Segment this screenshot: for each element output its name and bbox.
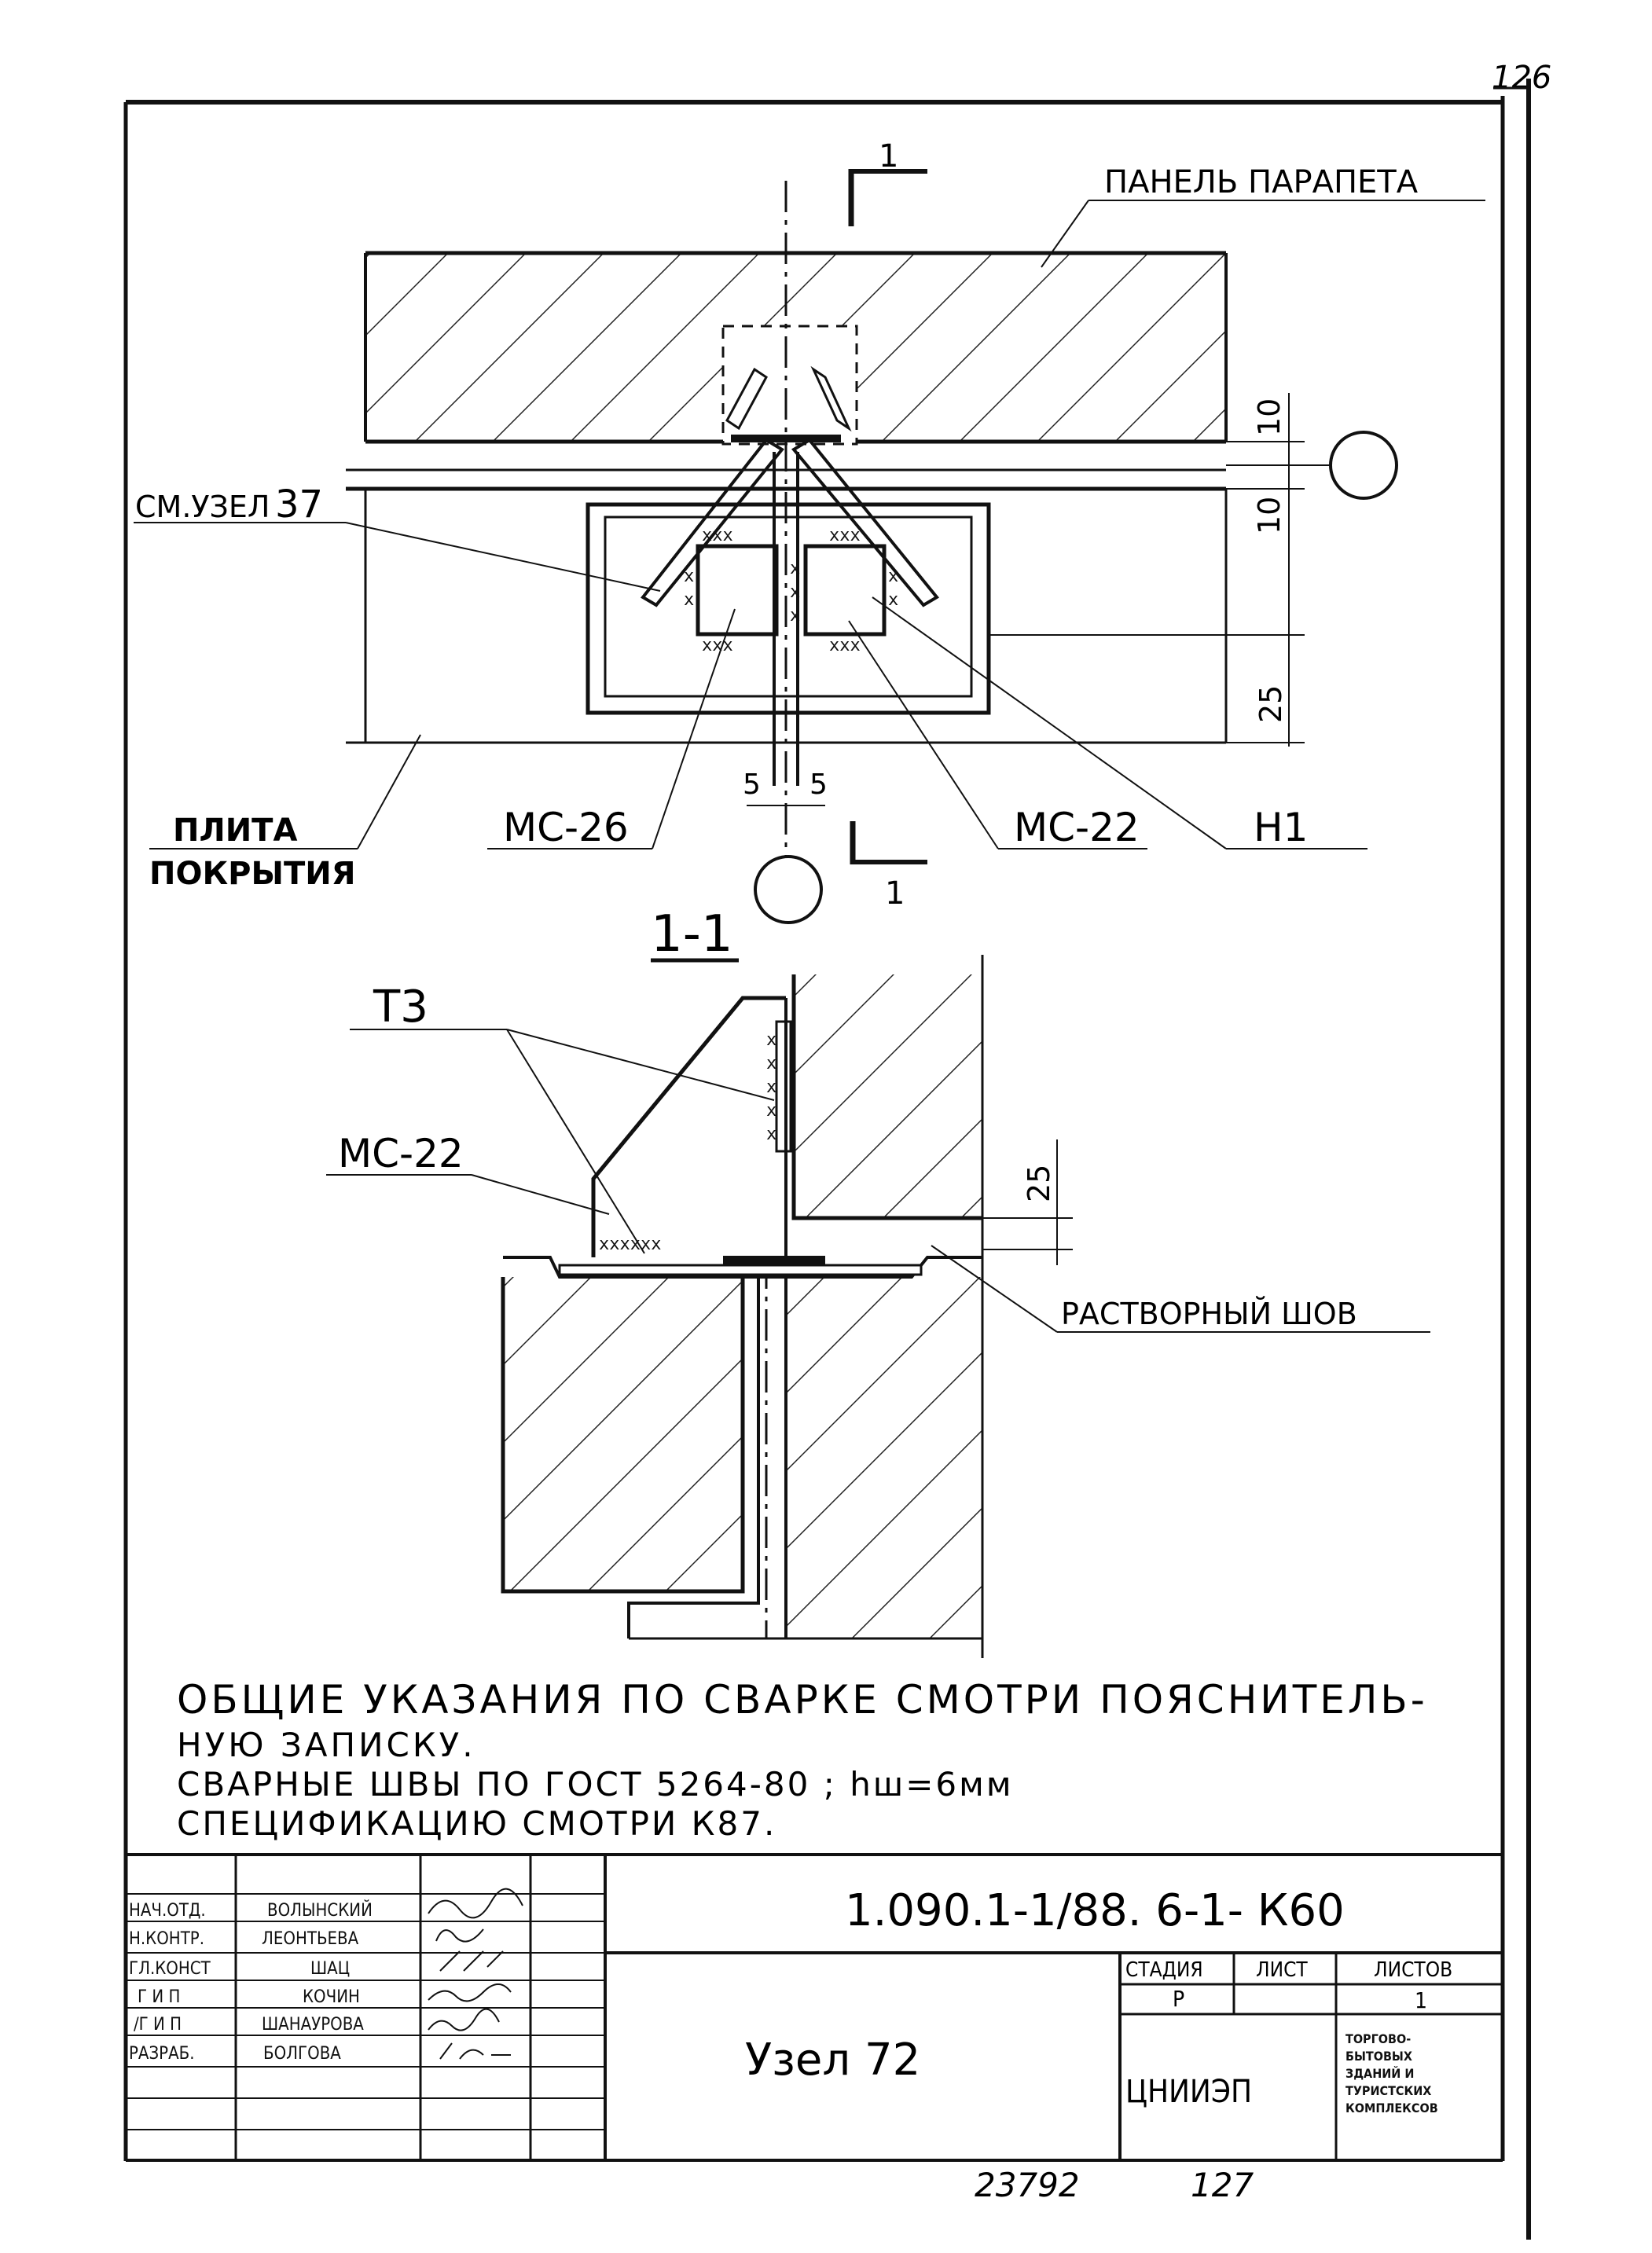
label-see-node-num: 37 [275,483,323,527]
label-t3: Т3 [373,982,428,1033]
diagonal-rods [641,365,940,607]
svg-text:x: x [766,1054,776,1073]
svg-text:x: x [766,1125,776,1144]
org-desc-0: ТОРГОВО- [1345,2031,1411,2046]
label-parapet-panel: ПАНЕЛЬ ПАРАПЕТА [1104,164,1419,200]
label-mc26: МС-26 [503,805,629,850]
stage-header: СТАДИЯ [1125,1958,1203,1982]
section-parapet-panel [791,955,984,1257]
section-dim-25: 25 [1022,1165,1056,1202]
title-block [126,1853,1503,2160]
label-roof-slab-2: ПОКРЫТИЯ [149,856,356,892]
svg-text:x: x [790,559,800,578]
section-mark-bottom-label: 1 [885,875,905,912]
bracket-t3: x x x x x xxxxxx [591,996,792,1257]
leader-lines-plan [134,200,1485,849]
name-5: БОЛГОВА [263,2044,341,2064]
svg-text:x: x [684,567,694,586]
plan-view: xxx xxx xxx xxx x x x x x x x 1 1 [134,138,1485,924]
label-mc22-section: МС-22 [338,1131,464,1176]
svg-text:x: x [790,606,800,626]
drawing-name: Узел 72 [745,2035,920,2086]
organization-description: ТОРГОВО- БЫТОВЫХ ЗДАНИЙ И ТУРИСТСКИХ КОМ… [1345,2031,1438,2115]
dimension-right [1226,393,1305,747]
title-block-names: ВОЛЫНСКИЙ ЛЕОНТЬЕВА ШАЦ КОЧИН ШАНАУРОВА … [262,1900,373,2064]
name-0: ВОЛЫНСКИЙ [267,1900,373,1921]
dim-10-top: 10 [1252,398,1287,436]
dim-5-left: 5 [743,769,761,801]
role-4: /Г И П [134,2015,182,2035]
org-desc-2: ЗДАНИЙ И [1345,2066,1414,2081]
leader-lines-section [326,1029,1430,1333]
label-mc22-plan: МС-22 [1014,805,1140,850]
sheet-frame [123,79,1531,2240]
title-block-roles: НАЧ.ОТД. Н.КОНТР. ГЛ.КОНСТ Г И П /Г И П … [129,1901,211,2064]
dim-25: 25 [1254,685,1288,723]
roof-slab [346,468,1273,744]
inventory-number: 23792 [975,2166,1080,2204]
section-mark-top [848,169,927,226]
page-number: 126 [1492,60,1551,96]
svg-text:x: x [766,1030,776,1050]
svg-text:xxx: xxx [702,636,733,655]
svg-text:x: x [766,1101,776,1121]
svg-text:xxxxxx: xxxxxx [599,1235,661,1254]
org-desc-3: ТУРИСТСКИХ [1345,2083,1431,2098]
svg-text:xxx: xxx [829,636,861,655]
label-mortar-joint: РАСТВОРНЫЙ ШОВ [1061,1297,1357,1331]
section-roof-slab [501,1256,984,1658]
role-3: Г И П [138,1987,180,2007]
sheet-header: ЛИСТ [1256,1958,1308,1982]
footer-page-ref: 127 [1191,2166,1254,2204]
svg-text:xxx: xxx [829,526,861,545]
role-2: ГЛ.КОНСТ [129,1959,211,1979]
general-notes: ОБЩИЕ УКАЗАНИЯ ПО СВАРКЕ СМОТРИ ПОЯСНИТЕ… [177,1677,1428,1843]
section-dimension-25 [982,1139,1073,1265]
section-mark-top-label: 1 [879,138,898,174]
sheets-value: 1 [1415,1987,1427,2013]
document-code: 1.090.1-1/88. 6-1- К60 [845,1885,1345,1936]
svg-text:x: x [888,567,898,586]
svg-text:x: x [790,582,800,602]
axis-line [731,181,841,864]
role-1: Н.КОНТР. [129,1929,204,1949]
label-roof-slab-1: ПЛИТА [173,813,297,849]
name-2: ШАЦ [310,1959,350,1979]
stage-value: Р [1173,1986,1184,2012]
org-desc-1: БЫТОВЫХ [1345,2049,1412,2064]
role-0: НАЧ.ОТД. [129,1901,206,1921]
note-line-1: ОБЩИЕ УКАЗАНИЯ ПО СВАРКЕ СМОТРИ ПОЯСНИТЕ… [177,1677,1428,1723]
name-3: КОЧИН [303,1987,360,2007]
dim-5-right: 5 [809,769,828,801]
label-see-node: СМ.УЗЕЛ [135,490,270,524]
note-line-3: СВАРНЫЕ ШВЫ ПО ГОСТ 5264-80 ; hш=6мм [177,1765,1014,1804]
org-desc-4: КОМПЛЕКСОВ [1345,2101,1438,2115]
note-line-2: НУЮ ЗАПИСКУ. [177,1726,476,1764]
section-title: 1-1 [651,905,733,963]
parapet-panel [364,251,1228,446]
section-view: 1-1 x x [326,905,1430,1658]
organization: ЦНИИЭП [1125,2074,1252,2110]
note-line-4: СПЕЦИФИКАЦИЮ СМОТРИ К87. [177,1804,776,1843]
svg-text:x: x [684,590,694,610]
axis-bubble-right [1329,431,1398,500]
label-n1: Н1 [1254,805,1308,850]
name-4: ШАНАУРОВА [262,2015,364,2035]
signatures [428,1888,523,2060]
svg-text:x: x [888,590,898,610]
section-mark-bottom [850,821,927,864]
dim-10-bottom: 10 [1252,497,1287,534]
svg-text:xxx: xxx [702,526,733,545]
weld-plates: xxx xxx xxx xxx x x x x x x x [684,526,898,655]
role-5: РАЗРАБ. [129,2044,195,2064]
name-1: ЛЕОНТЬЕВА [262,1929,359,1949]
axis-bubble-bottom [754,855,823,924]
sheets-header: ЛИСТОВ [1374,1958,1452,1982]
svg-text:x: x [766,1077,776,1097]
